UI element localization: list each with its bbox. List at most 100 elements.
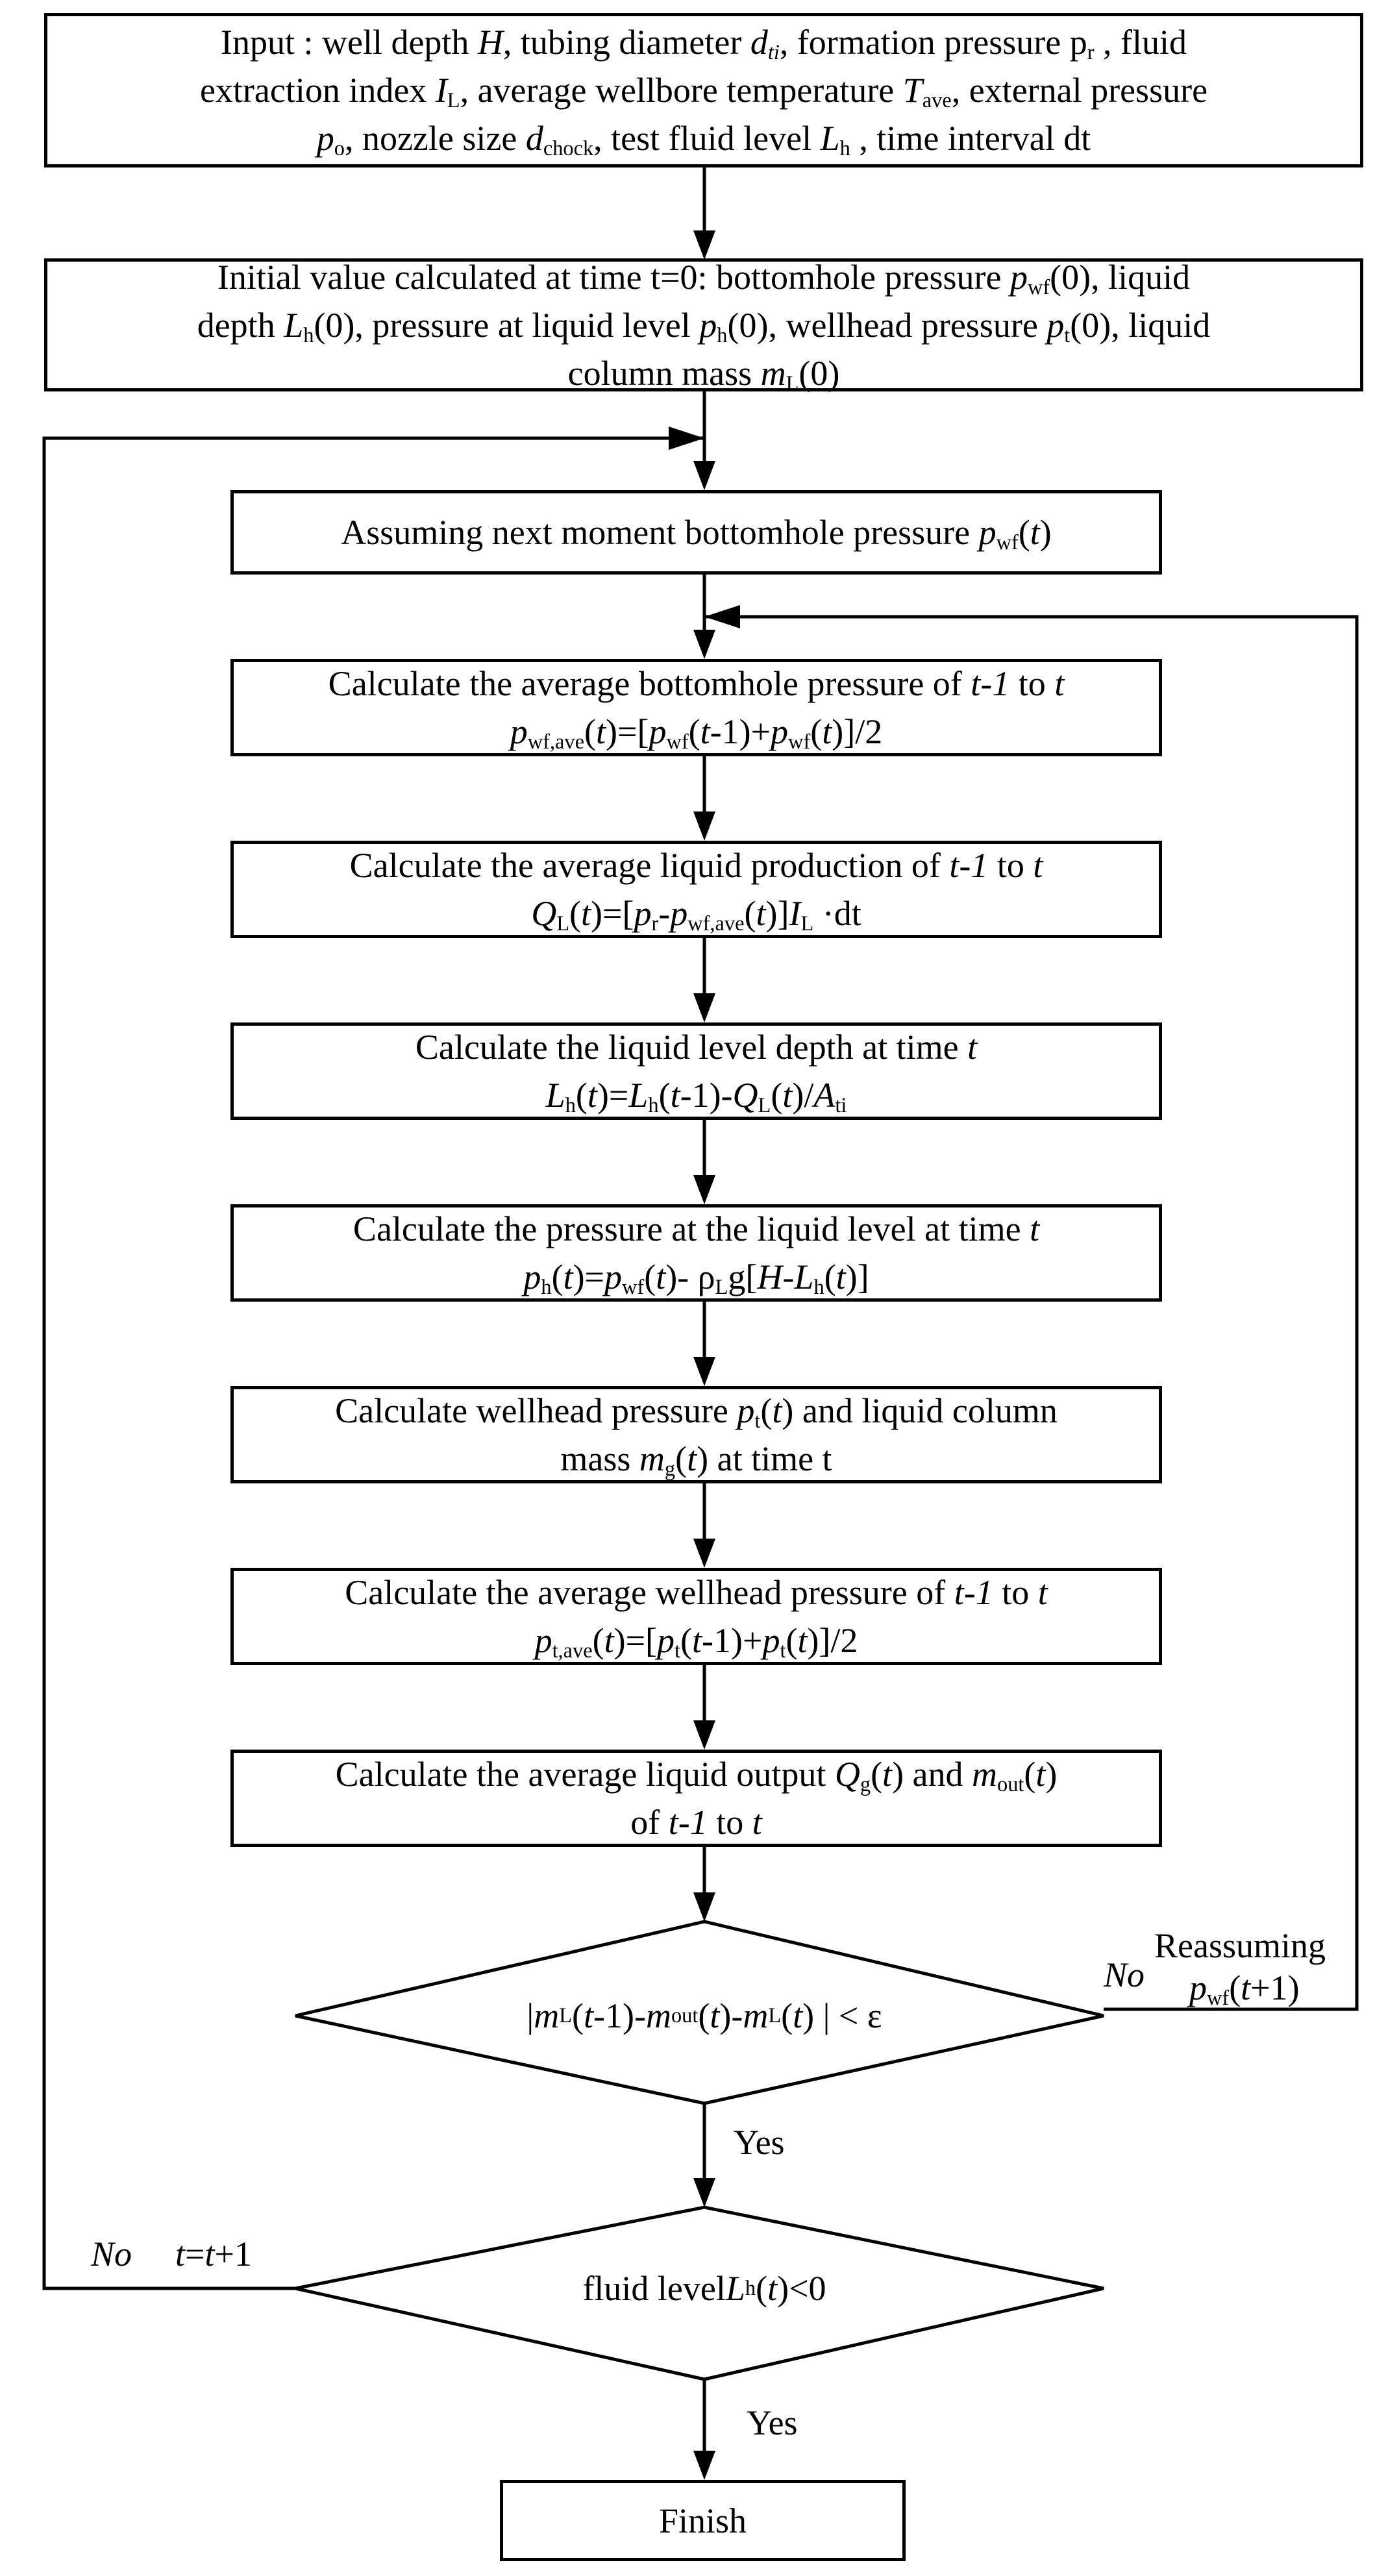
symbol-t: t xyxy=(1035,1755,1046,1794)
arrowhead-fluid-level xyxy=(693,2178,715,2207)
subscript: h xyxy=(839,137,850,161)
label-mass-no: No xyxy=(1104,1955,1145,1994)
text: to xyxy=(988,846,1034,885)
label-reassuming-p: pwf(t+1) xyxy=(1189,1967,1300,2009)
wellhead-line-2: mass mg(t) at time t xyxy=(560,1435,832,1483)
text: ( xyxy=(781,1996,793,2035)
symbol-L: L xyxy=(820,119,840,158)
subscript: h xyxy=(648,1094,659,1118)
subscript: ti xyxy=(767,41,780,65)
arrowhead-finish xyxy=(693,2451,715,2480)
text: ( xyxy=(871,1755,883,1794)
subscript: wf xyxy=(1207,1987,1230,2011)
symbol-t: t xyxy=(967,1028,978,1067)
symbol-p: p xyxy=(649,712,667,751)
symbol-t: t xyxy=(882,1755,893,1794)
text: )]/2 xyxy=(807,1621,858,1660)
symbol-t: t xyxy=(204,2235,215,2273)
finish-box: Finish xyxy=(500,2480,906,2561)
text: Calculate wellhead pressure xyxy=(335,1391,737,1430)
text: ( xyxy=(786,1621,798,1660)
level-depth-formula: Lh(t)=Lh(t-1)-QL(t)/Ati xyxy=(546,1071,847,1119)
subscript: h xyxy=(565,1094,576,1118)
text: ( xyxy=(592,1621,604,1660)
text: fluid level xyxy=(582,2269,726,2308)
symbol-m: m xyxy=(645,1996,671,2035)
loop-next-time-back-to-assume xyxy=(42,436,704,2290)
arrowhead-level-pressure xyxy=(693,1175,715,1204)
initial-values-box: Initial value calculated at time t=0: bo… xyxy=(44,258,1363,394)
text: )<0 xyxy=(777,2269,826,2308)
text: )=[ xyxy=(613,1621,658,1660)
avg-output-box: Calculate the average liquid output Qg(t… xyxy=(230,1750,1162,1847)
level-depth-box: Calculate the liquid level depth at time… xyxy=(230,1022,1162,1120)
text: Assuming next moment bottomhole pressure xyxy=(341,513,979,552)
text: ( xyxy=(680,1621,693,1660)
subscript: L xyxy=(758,1094,771,1118)
subscript: t,ave xyxy=(552,1639,593,1663)
symbol-A: A xyxy=(813,1076,836,1115)
text: Calculate the average liquid output xyxy=(335,1755,835,1794)
symbol-L: L xyxy=(725,2269,745,2308)
text: | xyxy=(526,1996,534,2035)
text: )- xyxy=(665,1257,698,1296)
symbol-t: t xyxy=(752,1803,762,1842)
avg-output-line-2: of t-1 to t xyxy=(630,1798,762,1846)
text: ( xyxy=(1229,1968,1241,2007)
subscript: L xyxy=(786,371,799,395)
symbol-t: t xyxy=(822,712,832,751)
text: mass xyxy=(560,1439,639,1478)
text: ) xyxy=(1045,1755,1058,1794)
symbol-t: t xyxy=(710,1996,720,2035)
label-level-no: No xyxy=(91,2235,132,2273)
arrowhead-avg-whp xyxy=(693,1539,715,1568)
text: - xyxy=(782,1257,795,1296)
symbol-H: H xyxy=(477,23,503,62)
symbol-t: t xyxy=(596,712,606,751)
symbol-p: p xyxy=(634,894,652,933)
text: = xyxy=(185,2235,205,2273)
text: , external pressure xyxy=(951,71,1208,110)
symbol-t: t xyxy=(604,1621,614,1660)
subscript: t xyxy=(1064,323,1071,347)
arrowhead-init xyxy=(693,230,715,260)
symbol-d: d xyxy=(525,119,543,158)
symbol-t: t xyxy=(767,2269,778,2308)
subscript: wf xyxy=(1027,275,1050,299)
label-mass-yes: Yes xyxy=(734,2123,785,2162)
text: ( xyxy=(698,1996,710,2035)
text: ·dt xyxy=(813,894,861,933)
input-line-1: Input : well depth H, tubing diameter dt… xyxy=(221,18,1187,66)
symbol-t: t xyxy=(656,1257,666,1296)
text: , fluid xyxy=(1094,23,1187,62)
subscript: t xyxy=(780,1639,786,1663)
text: column mass xyxy=(567,353,761,393)
text: Calculate the pressure at the liquid lev… xyxy=(353,1209,1030,1248)
text: Calculate the average bottomhole pressur… xyxy=(328,664,971,703)
subscript: ave xyxy=(922,89,952,113)
text: ( xyxy=(572,1996,584,2035)
symbol-t: t xyxy=(1033,846,1043,885)
text: g[ xyxy=(728,1257,758,1296)
text: (0) xyxy=(799,353,840,393)
symbol-t: t xyxy=(1037,1573,1048,1612)
text: )] xyxy=(845,1257,869,1296)
symbol-p: p xyxy=(1046,305,1065,345)
symbol-t: t xyxy=(700,712,710,751)
input-line-3: po, nozzle size dchock, test fluid level… xyxy=(317,114,1091,162)
symbol-t-1: t-1 xyxy=(949,846,989,885)
symbol-t: t xyxy=(793,1996,803,2035)
symbol-L: L xyxy=(284,305,304,345)
text: )= xyxy=(597,1076,629,1115)
subscript: t xyxy=(675,1639,681,1663)
subscript: wf,ave xyxy=(687,912,745,936)
input-line-2: extraction index IL, average wellbore te… xyxy=(200,66,1207,114)
text: )= xyxy=(573,1257,605,1296)
avg-prod-line-1: Calculate the average liquid production … xyxy=(350,841,1043,889)
subscript: wf,ave xyxy=(527,730,585,754)
symbol-p: p xyxy=(762,1621,780,1660)
subscript: L xyxy=(447,89,460,113)
text: ) xyxy=(1039,513,1052,552)
